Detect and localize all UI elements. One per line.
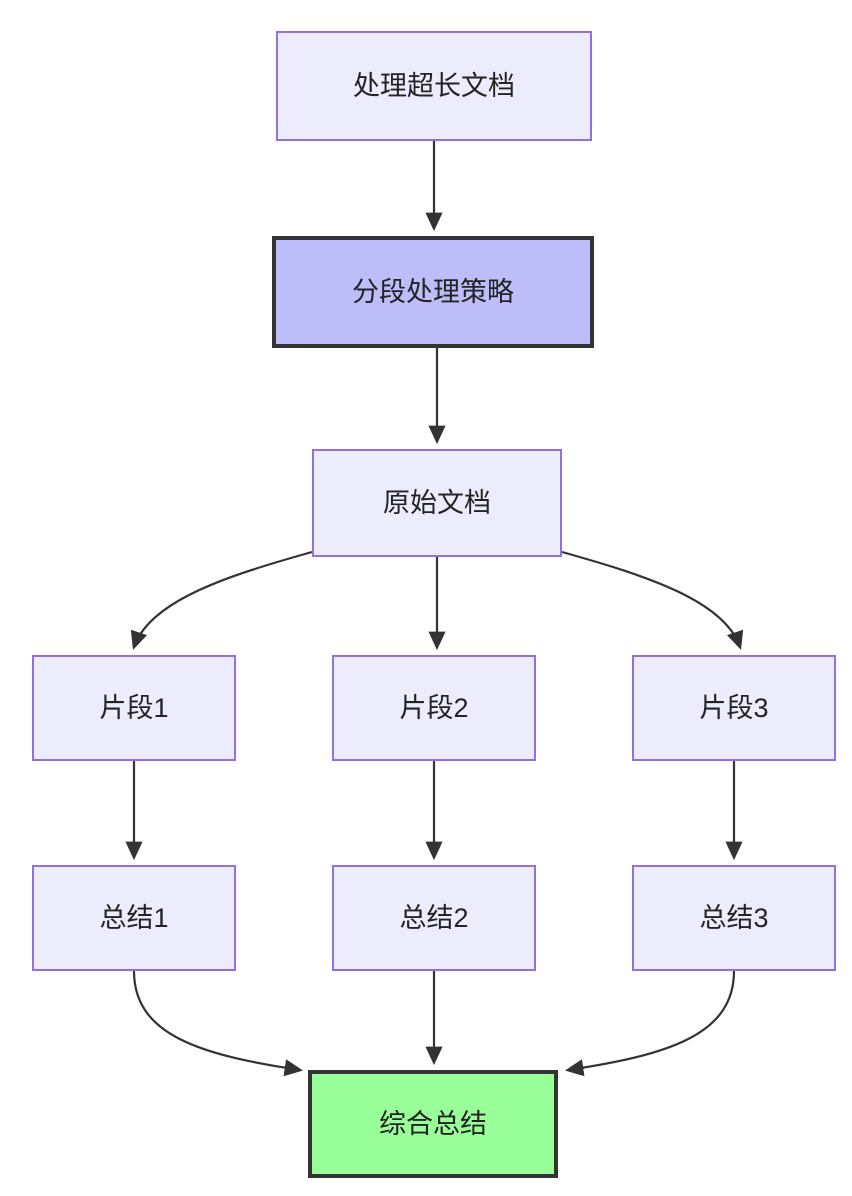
node-summary-3[interactable]: 总结3 xyxy=(632,865,836,971)
node-label-chunk-1: 片段1 xyxy=(99,692,169,723)
node-long-doc[interactable]: 处理超长文档 xyxy=(276,31,592,141)
node-label-final: 综合总结 xyxy=(379,1108,487,1139)
node-label-strategy: 分段处理策略 xyxy=(352,276,514,307)
node-chunk-3[interactable]: 片段3 xyxy=(632,655,836,761)
node-final[interactable]: 综合总结 xyxy=(308,1070,558,1178)
edge-summary-3-to-final xyxy=(564,970,736,1077)
edge-source-doc-to-chunk-1 xyxy=(130,550,313,650)
edge-summary-1-to-final xyxy=(132,970,304,1077)
node-source-doc[interactable]: 原始文档 xyxy=(312,449,562,557)
node-chunk-1[interactable]: 片段1 xyxy=(32,655,236,761)
node-label-summary-1: 总结1 xyxy=(99,902,169,933)
node-label-long-doc: 处理超长文档 xyxy=(353,70,515,101)
node-summary-2[interactable]: 总结2 xyxy=(332,865,536,971)
node-label-chunk-2: 片段2 xyxy=(399,692,469,723)
node-label-summary-2: 总结2 xyxy=(399,902,469,933)
node-strategy[interactable]: 分段处理策略 xyxy=(272,236,594,348)
node-label-chunk-3: 片段3 xyxy=(699,692,769,723)
node-chunk-2[interactable]: 片段2 xyxy=(332,655,536,761)
node-summary-1[interactable]: 总结1 xyxy=(32,865,236,971)
edge-source-doc-to-chunk-3 xyxy=(561,550,744,650)
node-label-source-doc: 原始文档 xyxy=(383,487,491,518)
node-label-summary-3: 总结3 xyxy=(699,902,769,933)
